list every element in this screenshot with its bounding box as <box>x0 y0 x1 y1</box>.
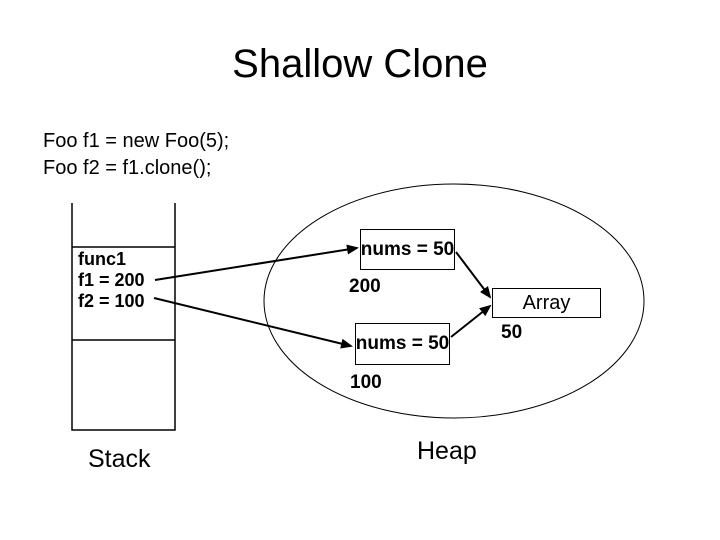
code-line-2: Foo f2 = f1.clone(); <box>43 157 212 179</box>
code-line-1: Foo f1 = new Foo(5); <box>43 130 230 152</box>
heap-ellipse <box>263 183 645 419</box>
code-block: Foo f1 = new Foo(5); Foo f2 = f1.clone()… <box>43 128 229 182</box>
arrow-f2-to-obj100 <box>153 297 353 349</box>
array-box-label: Array <box>522 291 571 314</box>
heap-object-100-box: nums = 50 <box>355 323 450 365</box>
stack-region-label: Stack <box>88 445 151 473</box>
stack-frame: func1 f1 = 200 f2 = 100 <box>78 249 145 312</box>
arrow-obj100-to-array <box>450 304 492 338</box>
heap-object-100-address: 100 <box>350 372 382 393</box>
stack-var-f1: f1 = 200 <box>78 270 145 290</box>
arrow-obj200-to-array <box>455 251 492 299</box>
heap-object-200-address: 200 <box>349 276 381 297</box>
slide-title: Shallow Clone <box>232 42 488 86</box>
heap-object-200-box: nums = 50 <box>360 229 455 270</box>
stack-frame-name: func1 <box>78 249 127 269</box>
array-box: Array <box>492 288 601 318</box>
stack-var-f2: f2 = 100 <box>78 291 145 311</box>
heap-region-label: Heap <box>417 437 477 465</box>
arrow-f1-to-obj200 <box>154 244 359 281</box>
array-address: 50 <box>501 322 523 343</box>
heap-object-100-field: nums = 50 <box>355 333 450 354</box>
stack-outline <box>71 203 176 431</box>
heap-object-200-field: nums = 50 <box>360 238 455 260</box>
